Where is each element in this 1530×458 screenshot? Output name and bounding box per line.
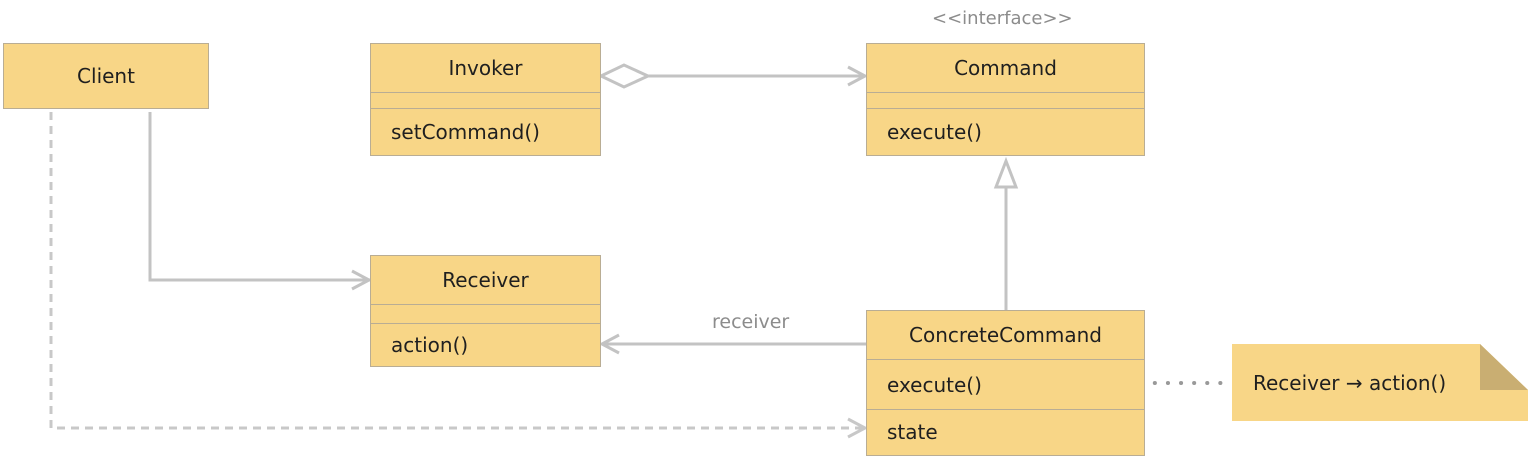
- association-concretecommand-receiver: [598, 333, 866, 355]
- class-concrete-command-method: execute(): [867, 359, 1144, 409]
- class-command-attributes: [867, 92, 1144, 108]
- class-receiver-name: Receiver: [442, 268, 529, 292]
- class-concrete-command: ConcreteCommand execute() state: [866, 310, 1145, 456]
- dependency-client-concretecommand: [49, 112, 869, 439]
- realization-concretecommand-command: [993, 156, 1019, 310]
- note-body: [1232, 344, 1528, 421]
- class-concrete-command-attribute: state: [867, 409, 1144, 454]
- class-concrete-command-name: ConcreteCommand: [909, 323, 1102, 347]
- class-command: Command execute(): [866, 43, 1145, 156]
- class-invoker-method: setCommand(): [371, 108, 600, 155]
- class-command-method: execute(): [867, 108, 1144, 155]
- class-receiver-method: action(): [371, 323, 600, 366]
- class-receiver-attributes: [371, 304, 600, 323]
- class-invoker-name: Invoker: [448, 56, 523, 80]
- receiver-association-label: receiver: [712, 311, 790, 333]
- class-invoker-attributes: [371, 92, 600, 108]
- association-client-receiver: [148, 112, 373, 291]
- class-invoker: Invoker setCommand(): [370, 43, 601, 156]
- class-command-name: Command: [954, 56, 1057, 80]
- command-stereotype: <<interface>>: [932, 8, 1073, 29]
- note-text: Receiver → action(): [1253, 370, 1447, 395]
- note-fold: [1480, 344, 1528, 390]
- class-client: Client: [3, 43, 209, 109]
- class-receiver: Receiver action(): [370, 255, 601, 367]
- aggregation-invoker-command: [597, 63, 869, 89]
- note: [1232, 344, 1528, 421]
- class-client-name: Client: [77, 63, 135, 88]
